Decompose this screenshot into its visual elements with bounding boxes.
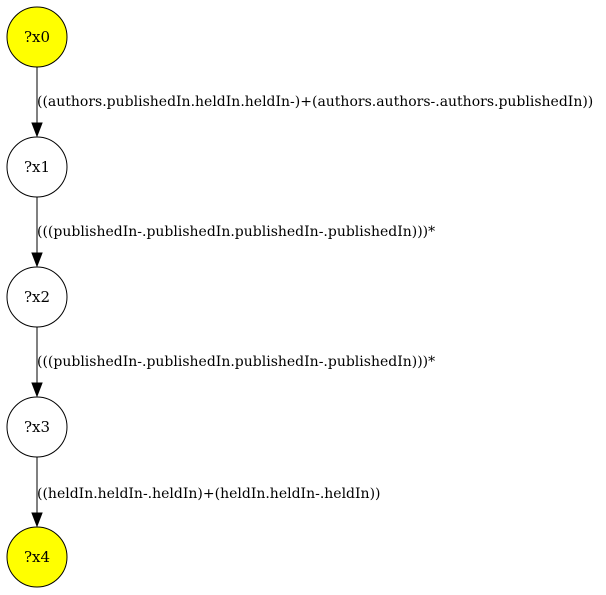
edge-label: (((publishedIn-.publishedIn.publishedIn-… [37, 224, 435, 240]
edge-x3-x4: ((heldIn.heldIn-.heldIn)+(heldIn.heldIn-… [31, 457, 381, 528]
node-x0: ?x0 [6, 6, 68, 68]
edge-label: (((publishedIn-.publishedIn.publishedIn-… [37, 354, 435, 370]
arrowhead-icon [31, 122, 43, 138]
node-circle [6, 136, 68, 198]
node-x3: ?x3 [6, 396, 68, 458]
arrowhead-icon [31, 512, 43, 528]
node-x4: ?x4 [6, 526, 68, 588]
edge-x1-x2: (((publishedIn-.publishedIn.publishedIn-… [31, 197, 435, 268]
node-x2: ?x2 [6, 266, 68, 328]
node-label: ?x2 [24, 288, 50, 306]
edge-label: ((authors.publishedIn.heldIn.heldIn-)+(a… [37, 94, 593, 110]
edge-x0-x1: ((authors.publishedIn.heldIn.heldIn-)+(a… [31, 67, 593, 138]
edge-label: ((heldIn.heldIn-.heldIn)+(heldIn.heldIn-… [37, 486, 381, 502]
node-x1: ?x1 [6, 136, 68, 198]
edge-x2-x3: (((publishedIn-.publishedIn.publishedIn-… [31, 327, 435, 398]
node-circle [6, 6, 68, 68]
node-circle [6, 266, 68, 328]
node-circle [6, 396, 68, 458]
arrowhead-icon [31, 382, 43, 398]
node-label: ?x4 [24, 548, 50, 566]
arrowhead-icon [31, 252, 43, 268]
node-label: ?x0 [24, 28, 50, 46]
node-circle [6, 526, 68, 588]
node-label: ?x3 [24, 418, 50, 436]
node-label: ?x1 [24, 158, 50, 176]
